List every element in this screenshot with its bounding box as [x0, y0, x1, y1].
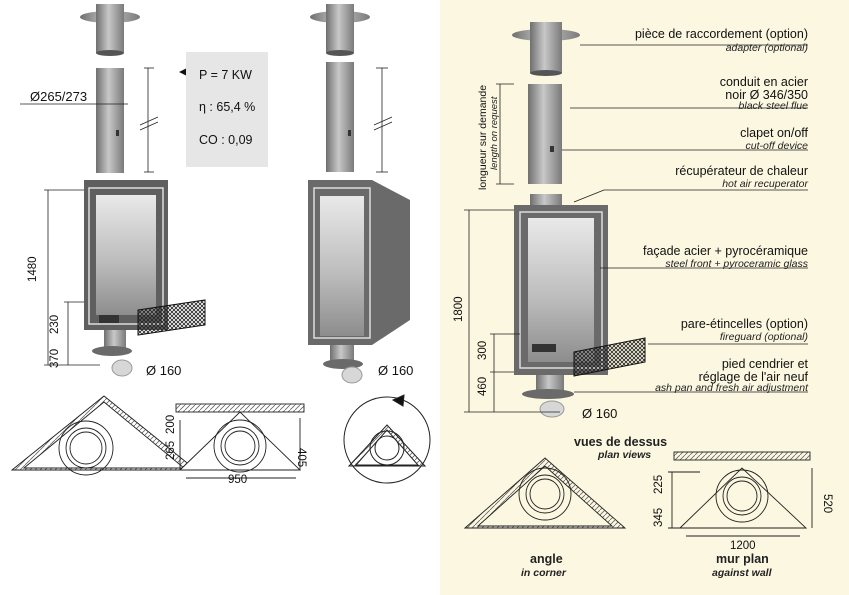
plan-right-corner — [463, 457, 627, 529]
dim-300: 300 — [477, 340, 489, 360]
dim-405: 405 — [295, 448, 307, 468]
spec-power: P = 7 KW — [199, 68, 252, 82]
label-recuperator: récupérateur de chaleur — [675, 164, 808, 178]
dim-520: 520 — [821, 494, 833, 514]
label-leaders — [562, 44, 808, 393]
plan-wall-label-en: against wall — [712, 567, 772, 579]
label-ashpan: pied cendrier et — [721, 357, 808, 371]
label-front-en: steel front + pyroceramic glass — [665, 258, 808, 270]
specs-box: P = 7 KW η : 65,4 % CO : 0,09 — [186, 52, 268, 167]
label-fireguard: pare-étincelles (option) — [680, 317, 808, 331]
left-side-dims — [373, 67, 393, 173]
dim-length-en: length on request — [489, 96, 500, 170]
plan-right-wall — [668, 451, 813, 537]
label-adapter-en: adapter (optional) — [725, 42, 808, 54]
fireplace-left-front — [80, 4, 206, 377]
dim-345: 345 — [653, 507, 665, 527]
label-ashpan-2: réglage de l'air neuf — [698, 370, 808, 384]
dim-d160-b: Ø 160 — [378, 363, 414, 378]
label-recuperator-en: hot air recuperator — [722, 178, 808, 190]
dim-370: 370 — [49, 348, 61, 368]
plan-corner-label-en: in corner — [521, 567, 566, 579]
plan-views-title: vues de dessus — [574, 435, 668, 449]
dim-225: 225 — [653, 474, 665, 494]
label-adapter: pièce de raccordement (option) — [634, 27, 808, 41]
dim-1800: 1800 — [453, 296, 465, 322]
label-flue: conduit en acier — [719, 75, 808, 89]
label-cutoff: clapet on/off — [740, 126, 808, 140]
dim-230: 230 — [49, 314, 61, 334]
label-flue-2: noir Ø 346/350 — [725, 88, 808, 102]
right-dimensions — [464, 83, 560, 413]
fireplace-left-side — [308, 4, 410, 384]
label-ashpan-en: ash pan and fresh air adjustment — [655, 382, 808, 394]
plan-left-wall — [175, 403, 305, 479]
dim-460: 460 — [477, 376, 489, 396]
left-dimensions — [20, 67, 159, 366]
plan-wall-label: mur plan — [716, 552, 769, 566]
dim-200: 200 — [165, 414, 177, 434]
fireplace-right — [512, 22, 646, 418]
dim-1480: 1480 — [27, 256, 39, 282]
dim-265: 265 — [165, 440, 177, 460]
dim-d160-a: Ø 160 — [146, 363, 182, 378]
dim-1200: 1200 — [730, 540, 756, 552]
spec-efficiency: η : 65,4 % — [199, 100, 256, 114]
dim-diameter-top: Ø265/273 — [30, 89, 88, 104]
plan-left-rotation — [343, 394, 431, 484]
dim-length: longueur sur demande — [477, 84, 489, 190]
label-cutoff-en: cut-off device — [745, 140, 808, 152]
label-fireguard-en: fireguard (optional) — [719, 331, 808, 343]
dim-d160-right: Ø 160 — [582, 406, 618, 421]
plan-corner-label: angle — [530, 552, 563, 566]
plan-views-title-en: plan views — [598, 449, 652, 461]
label-flue-en: black steel flue — [738, 100, 808, 112]
dim-950: 950 — [228, 474, 248, 486]
label-front: façade acier + pyrocéramique — [642, 244, 808, 258]
spec-co: CO : 0,09 — [199, 133, 253, 147]
plan-left-corner — [10, 395, 198, 476]
